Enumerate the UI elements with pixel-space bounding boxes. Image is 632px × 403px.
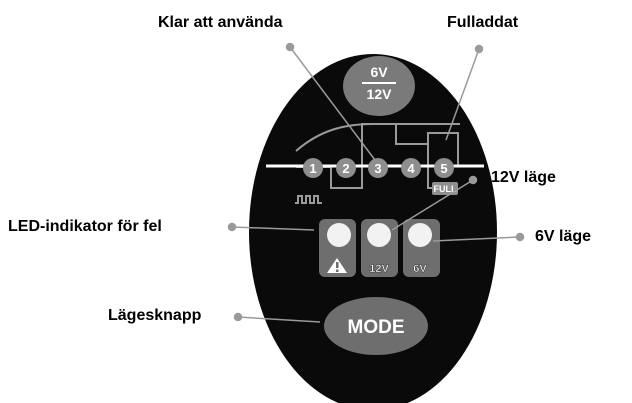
step-dot-5 <box>434 158 454 178</box>
led-12v <box>367 223 391 247</box>
step-dot-4 <box>401 158 421 178</box>
step-dot-3 <box>368 158 388 178</box>
full-label: FULL <box>434 184 457 194</box>
mode-button[interactable] <box>324 297 428 355</box>
step-label-4: 4 <box>407 161 415 176</box>
callout-mode-button: Lägesknapp <box>108 307 202 324</box>
led-6v-label: 6V <box>413 263 427 275</box>
led-12v-label: 12V <box>369 263 389 275</box>
voltage-bottom-label: 12V <box>367 86 393 102</box>
step-label-2: 2 <box>342 161 349 176</box>
callout-fault-led: LED-indikator för fel <box>8 218 162 235</box>
voltage-top-label: 6V <box>370 64 388 80</box>
warning-triangle-icon <box>327 258 347 273</box>
fault-led <box>327 223 351 247</box>
step-label-3: 3 <box>374 161 381 176</box>
callout-full-charged: Fulladdat <box>447 14 519 31</box>
full-badge <box>432 182 458 195</box>
callout-12v-mode: 12V läge <box>491 169 556 186</box>
step-dot-1 <box>303 158 323 178</box>
step-label-1: 1 <box>309 161 316 176</box>
step-dot-2 <box>336 158 356 178</box>
pulse-icon <box>295 195 322 204</box>
mode-button-label: MODE <box>348 317 405 338</box>
voltage-badge <box>343 56 415 116</box>
callout-6v-mode: 6V läge <box>535 228 592 245</box>
leader-lines <box>227 42 525 323</box>
callout-ready: Klar att använda <box>158 14 283 31</box>
charge-step-box-5 <box>427 132 459 167</box>
led-6v <box>408 223 432 247</box>
step-label-5: 5 <box>440 161 447 176</box>
